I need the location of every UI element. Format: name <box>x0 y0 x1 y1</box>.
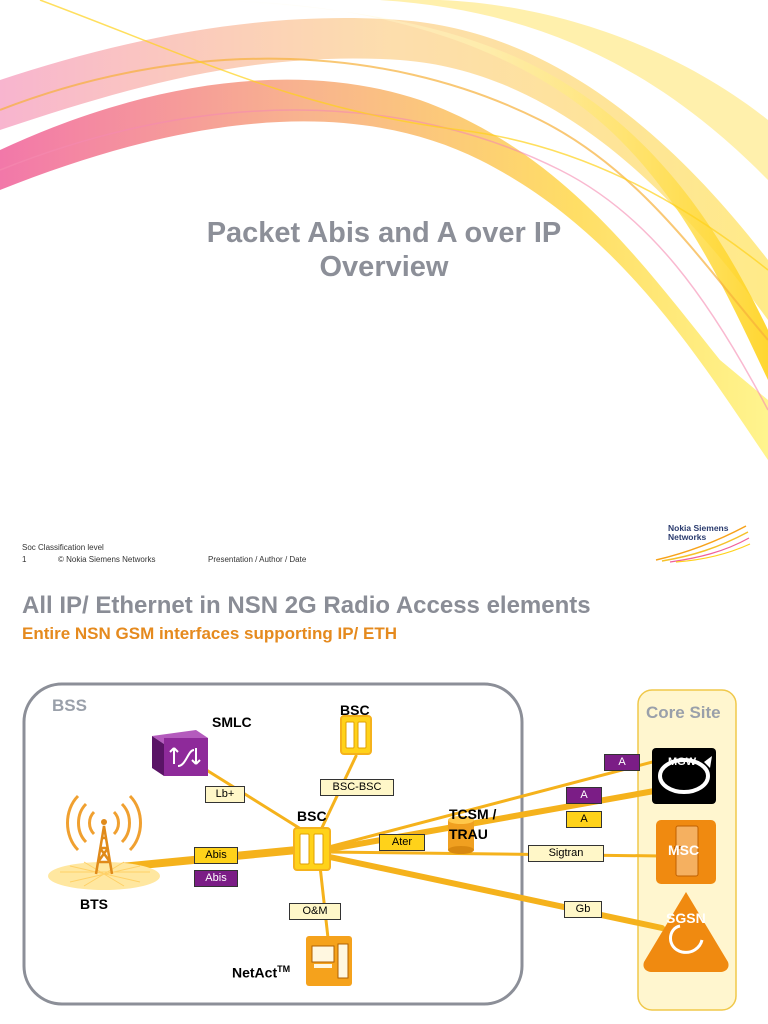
tcsm-node-icon <box>448 816 474 854</box>
bsc-center-label: BSC <box>297 808 327 824</box>
logo-line1: Nokia Siemens <box>668 523 729 533</box>
smlc-node-icon <box>152 730 208 776</box>
slide-title-line1: Packet Abis and A over IP <box>206 217 562 249</box>
netact-node-icon <box>306 936 352 986</box>
link-bsc-sgsn <box>322 853 665 931</box>
copyright-text: © Nokia Siemens Networks <box>58 555 156 564</box>
smlc-label: SMLC <box>212 714 252 730</box>
sgsn-label: SGSN <box>666 910 706 926</box>
bsc-center-node-icon <box>293 827 331 871</box>
abis-interface-label-2: Abis <box>194 870 238 887</box>
logo-line2: Networks <box>668 532 707 542</box>
slide2-title: All IP/ Ethernet in NSN 2G Radio Access … <box>22 592 591 619</box>
network-diagram <box>22 682 737 1011</box>
abis-interface-label-1: Abis <box>194 847 238 864</box>
page-number: 1 <box>22 555 27 564</box>
bsc-top-node-icon <box>340 715 372 755</box>
sigtran-interface-label: Sigtran <box>528 845 604 862</box>
link-smlc-bsc <box>198 764 314 838</box>
sgsn-node-icon <box>643 892 729 972</box>
link-bsc-mgw-a <box>323 758 662 850</box>
link-bsc-bsc <box>316 754 358 838</box>
title-slide: Packet Abis and A over IP Overview Soc C… <box>0 0 768 564</box>
msc-label: MSC <box>668 842 700 858</box>
logo-swoosh-icon <box>655 525 751 563</box>
lb-interface-label: Lb+ <box>205 786 245 803</box>
mgw-node-icon <box>652 748 716 804</box>
tcsm-label-line2: TRAU <box>449 826 488 842</box>
netact-text: NetAct <box>232 964 278 981</box>
presentation-meta: Presentation / Author / Date <box>208 555 307 564</box>
om-interface-label: O&M <box>289 903 341 920</box>
a-interface-label-top: A <box>604 754 640 771</box>
link-bsc-msc <box>323 850 664 858</box>
bss-region <box>22 682 524 1006</box>
mgw-label: MGW <box>668 756 697 768</box>
wave-decoration <box>0 0 768 460</box>
bts-tower-icon <box>48 794 160 890</box>
bsc-top-label: BSC <box>340 702 370 718</box>
bts-label: BTS <box>80 896 108 912</box>
gb-interface-label: Gb <box>564 901 602 918</box>
netact-tm: TM <box>277 964 291 974</box>
classification-label: Soc Classification level <box>22 543 104 552</box>
bss-label: BSS <box>52 696 87 715</box>
msc-node-icon <box>656 820 716 884</box>
a-interface-label-yellow: A <box>566 811 602 828</box>
a-interface-label-purple: A <box>566 787 602 804</box>
slide2-subtitle: Entire NSN GSM interfaces supporting IP/… <box>22 624 397 643</box>
ater-interface-label: Ater <box>379 834 425 851</box>
core-site-label: Core Site <box>646 703 721 722</box>
link-bsc-netact <box>318 864 330 940</box>
netact-label: NetActTM <box>232 964 290 981</box>
tcsm-label-line1: TCSM / <box>449 806 497 822</box>
bsc-bsc-interface-label: BSC-BSC <box>320 779 394 796</box>
slide-title-line2: Overview <box>319 251 449 283</box>
